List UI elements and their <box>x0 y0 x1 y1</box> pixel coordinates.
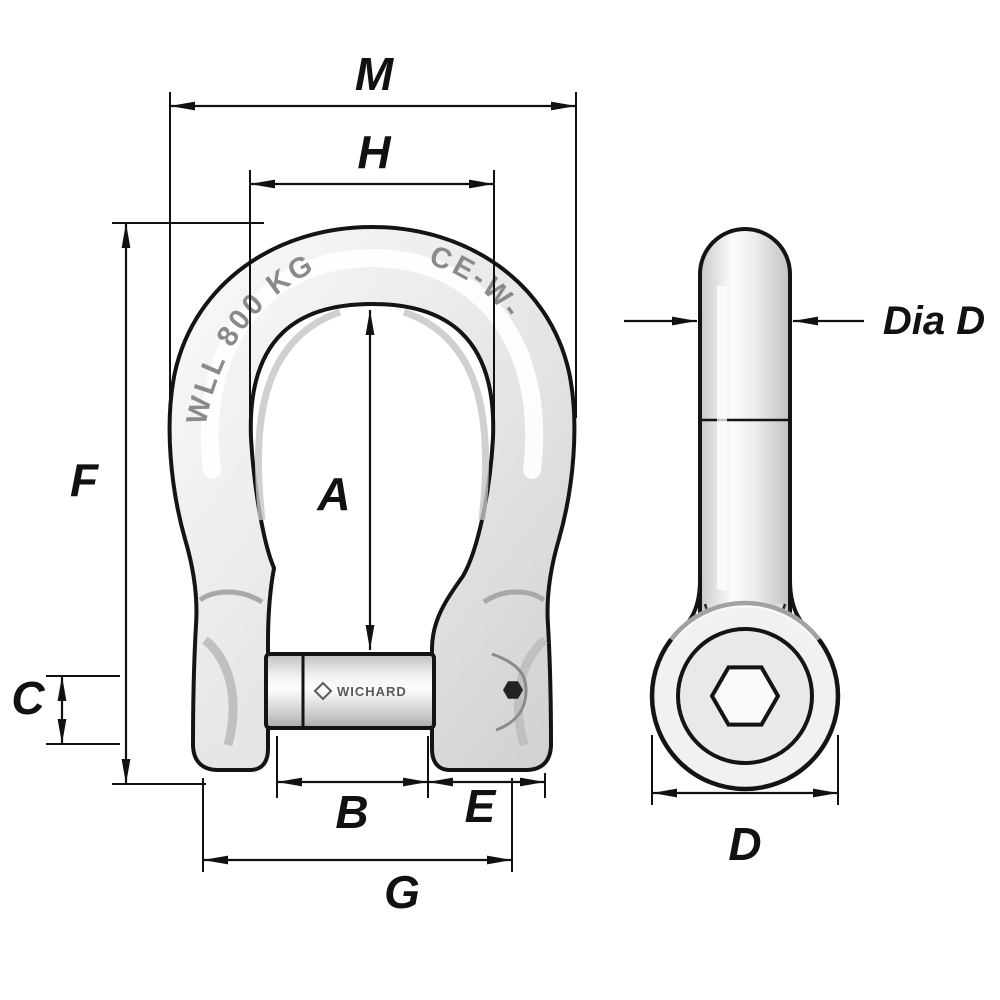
dim-D: D <box>651 735 839 870</box>
dim-M: M <box>169 48 577 418</box>
dim-B: B <box>276 736 429 838</box>
dim-label-b: B <box>335 786 368 838</box>
side-bar <box>698 227 792 618</box>
dim-label-a: A <box>316 468 350 520</box>
brand-logo-icon <box>313 681 333 701</box>
dim-label-m: M <box>355 48 395 100</box>
dimensions-side: Dia D D <box>624 299 985 870</box>
eye-ring-highlight <box>669 600 821 643</box>
dim-E: E <box>428 773 546 832</box>
pin-brand-text: WICHARD <box>337 684 407 699</box>
hex-socket-side <box>709 665 781 727</box>
dim-label-h: H <box>357 126 391 178</box>
dim-label-e: E <box>465 780 497 832</box>
dim-C: C <box>11 672 120 745</box>
dimensions-front: M H A F C <box>11 48 577 918</box>
hex-socket-front <box>503 681 523 699</box>
shackle-pin: WICHARD <box>264 652 436 730</box>
dim-H: H <box>249 126 495 428</box>
right-lug-details <box>491 652 528 732</box>
dim-label-f: F <box>70 454 100 506</box>
dim-label-c: C <box>11 672 45 724</box>
front-view: WLL 800 KG CE-W- WICHARD <box>167 225 577 772</box>
dim-label-dia-d: Dia D <box>883 299 985 343</box>
dim-F: F <box>70 222 264 785</box>
bow-body <box>167 225 577 772</box>
dim-label-g: G <box>384 866 420 918</box>
dim-A: A <box>316 310 375 650</box>
bow-shading <box>198 248 548 747</box>
side-view <box>649 227 841 792</box>
dim-G: G <box>202 778 513 918</box>
dim-label-d: D <box>728 818 761 870</box>
dim-DiaD: Dia D <box>624 299 985 343</box>
